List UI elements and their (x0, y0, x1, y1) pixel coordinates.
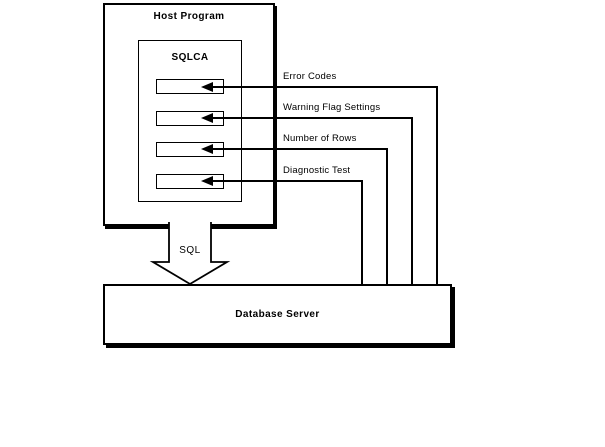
database-server-title: Database Server (235, 309, 320, 320)
number-of-rows-label: Number of Rows (283, 133, 357, 144)
number-of-rows-arrow-line (213, 148, 388, 150)
error-codes-arrow-line (213, 86, 438, 88)
diagnostic-test-left-arrowhead-icon (201, 176, 213, 186)
warning-flags-return-line (411, 117, 413, 284)
database-server-box (103, 284, 452, 345)
error-codes-label: Error Codes (283, 71, 337, 82)
warning-flags-label: Warning Flag Settings (283, 102, 381, 113)
error-codes-return-line (436, 86, 438, 284)
warning-flags-arrow-line (213, 117, 413, 119)
host-program-title: Host Program (153, 11, 225, 22)
number-of-rows-left-arrowhead-icon (201, 144, 213, 154)
sqlca-title: SQLCA (171, 52, 209, 63)
warning-flags-left-arrowhead-icon (201, 113, 213, 123)
number-of-rows-return-line (386, 148, 388, 284)
sql-arrow-label: SQL (179, 245, 201, 256)
diagnostic-test-return-line (361, 180, 363, 284)
diagnostic-test-arrow-line (213, 180, 363, 182)
diagnostic-test-label: Diagnostic Test (283, 165, 351, 176)
error-codes-left-arrowhead-icon (201, 82, 213, 92)
